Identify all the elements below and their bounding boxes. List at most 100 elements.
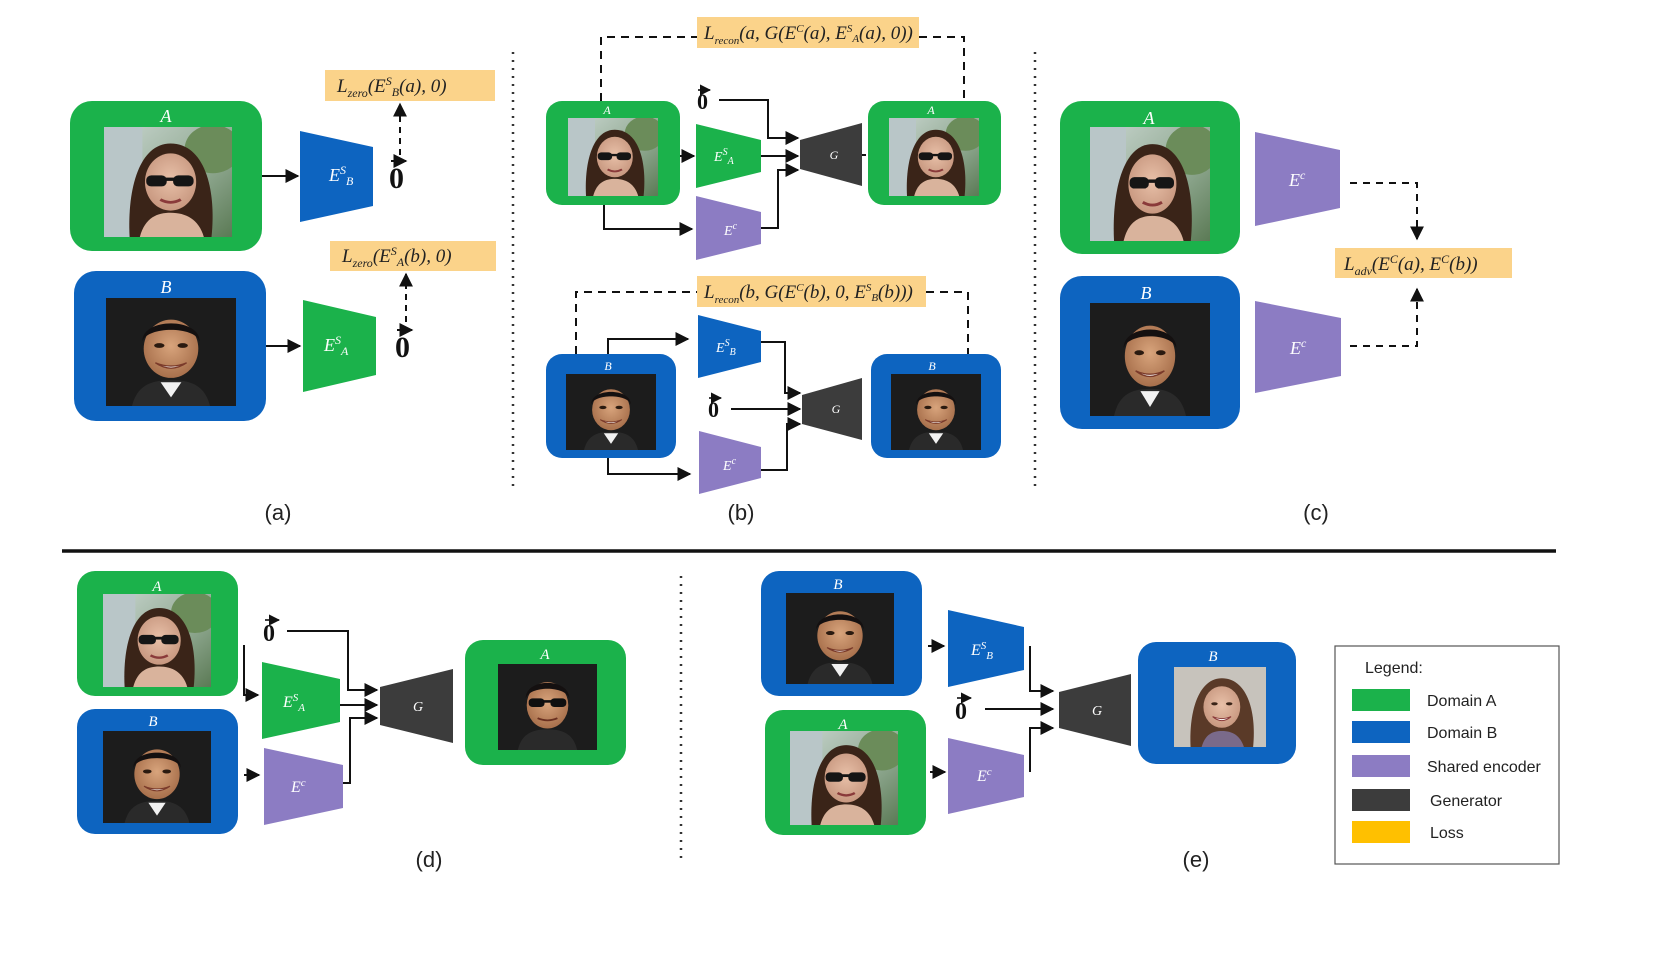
loss-recon-b-box: Lrecon(b, G(EC(b), 0, ESB(b))) [697, 276, 926, 307]
legend: Legend: Domain A Domain B Shared encoderGe… [1334, 645, 1560, 865]
domain-a-output: A [868, 101, 1001, 205]
svg-text:A: A [1143, 108, 1156, 128]
domain-letter: A [160, 106, 173, 126]
legend-item: Shared encoder [1352, 755, 1542, 777]
woman-photo [104, 127, 232, 237]
loss-adv-text: Ladv(EC(a), EC(b)) [1343, 252, 1478, 278]
legend-item: Loss [1352, 821, 1464, 843]
svg-text:B: B [1141, 283, 1152, 303]
specific-encoder-b: ESB [948, 610, 1024, 687]
domain-a-frame: A [1060, 101, 1240, 254]
panel-b: A A ESA Ec 0 G [546, 17, 1001, 525]
domain-a-input: A [546, 101, 680, 205]
generator: G [800, 123, 862, 186]
loss-recon-b-text: Lrecon(b, G(EC(b), 0, ESB(b))) [703, 282, 913, 306]
zero-vector-output: 0 [395, 323, 414, 364]
svg-text:G: G [832, 402, 841, 416]
encoder-label: ESA [323, 333, 349, 358]
legend-label: Generator [1430, 793, 1503, 810]
svg-text:0: 0 [263, 621, 275, 647]
shared-encoder: Ec [264, 748, 343, 825]
svg-text:Ec: Ec [290, 777, 306, 796]
loss-recon-a-box: Lrecon(a, G(EC(a), ESA(a), 0)) [697, 17, 919, 48]
svg-text:A: A [926, 103, 935, 117]
specific-encoder-a: ESA [262, 662, 340, 739]
svg-text:0: 0 [955, 699, 967, 725]
panel-d: A B ESA Ec 0 G A [77, 571, 626, 872]
legend-swatch [1352, 821, 1410, 843]
svg-text:ESB: ESB [970, 640, 993, 662]
svg-text:A: A [539, 647, 550, 663]
svg-text:B: B [833, 577, 842, 593]
encoder-label: ESB [328, 163, 354, 188]
panel-c: A B Ec Ec Ladv(EC(a), EC(b)) (c) [1060, 101, 1512, 525]
zero-vector: 0 [955, 692, 973, 725]
legend-label: Domain A [1427, 693, 1497, 710]
domain-a-frame: A [77, 571, 238, 696]
specific-encoder-a: ESA [696, 124, 761, 188]
caption-b: (b) [728, 500, 755, 525]
svg-text:A: A [602, 103, 611, 117]
svg-text:Ec: Ec [1288, 168, 1306, 190]
shared-encoder: Ec [1255, 132, 1340, 226]
legend-item: Domain A [1352, 689, 1497, 711]
shared-encoder: Ec [948, 738, 1024, 814]
domain-b-input: B [546, 354, 676, 458]
domain-b-frame: B [74, 271, 266, 421]
panel-a: A B ESB 0 Lzero(ESB(a), 0) ESA 0 [70, 70, 496, 525]
loss-adv-box: Ladv(EC(a), EC(b)) [1335, 248, 1512, 278]
specific-encoder-b: ESB [300, 131, 373, 222]
svg-text:ESA: ESA [713, 147, 735, 167]
loss-recon-a-text: Lrecon(a, G(EC(a), ESA(a), 0)) [703, 23, 913, 47]
svg-text:ESA: ESA [282, 692, 305, 714]
loss-zero-a-box: Lzero(ESA(b), 0) [330, 241, 496, 271]
svg-text:Ec: Ec [723, 221, 738, 239]
loss-zero-b-text: Lzero(ESB(a), 0) [336, 74, 447, 100]
specific-encoder-a: ESA [303, 300, 376, 392]
svg-text:B: B [928, 359, 936, 373]
generator: G [802, 378, 862, 440]
domain-b-output: B [871, 354, 1001, 458]
legend-swatch [1352, 789, 1410, 811]
svg-text:B: B [148, 714, 157, 730]
svg-text:Ec: Ec [1289, 336, 1307, 358]
svg-text:ESB: ESB [715, 338, 736, 358]
generated-output-a: A [465, 640, 626, 765]
panel-e: B A ESB Ec 0 G B [761, 571, 1296, 872]
svg-text:B: B [604, 359, 612, 373]
legend-swatch [1352, 689, 1410, 711]
generator: G [1059, 674, 1131, 746]
svg-text:A: A [151, 579, 162, 595]
legend-item: Domain B [1352, 721, 1497, 743]
domain-a-frame: A [70, 101, 262, 251]
domain-letter: B [161, 277, 172, 297]
legend-label: Domain B [1427, 725, 1497, 742]
loss-zero-a-text: Lzero(ESA(b), 0) [341, 244, 452, 270]
svg-text:A: A [837, 717, 848, 733]
domain-b-frame: B [77, 709, 238, 834]
zero-vector-output: 0 [389, 154, 408, 195]
svg-text:G: G [413, 700, 423, 715]
svg-text:0: 0 [708, 397, 719, 422]
man-photo [106, 298, 236, 406]
domain-a-frame: A [765, 710, 926, 835]
svg-text:Ec: Ec [722, 456, 737, 474]
generated-output-b: B [1138, 642, 1296, 764]
caption-e: (e) [1183, 847, 1210, 872]
svg-text:0: 0 [389, 162, 404, 195]
caption-a: (a) [265, 500, 292, 525]
caption-c: (c) [1303, 500, 1329, 525]
domain-b-frame: B [1060, 276, 1240, 429]
svg-text:0: 0 [697, 89, 708, 114]
legend-item: Generator [1352, 789, 1503, 811]
svg-text:B: B [1208, 649, 1217, 665]
svg-text:0: 0 [395, 331, 410, 364]
legend-swatch [1352, 721, 1410, 743]
legend-title: Legend: [1365, 660, 1423, 677]
zero-vector: 0 [708, 392, 723, 422]
svg-text:G: G [830, 148, 839, 162]
domain-b-frame: B [761, 571, 922, 696]
zero-vector: 0 [263, 614, 281, 647]
legend-label: Shared encoder [1427, 759, 1542, 776]
